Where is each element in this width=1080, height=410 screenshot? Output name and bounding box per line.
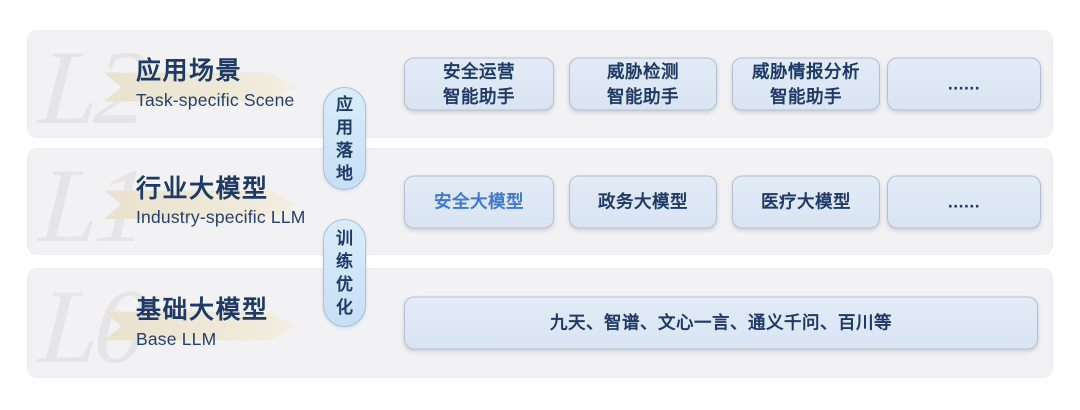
layer-panel-base-llm: L0 基础大模型 Base LLM 九天、智谱、文心一言、通义千问、百川等: [27, 268, 1053, 378]
box-security-ops-assistant: 安全运营 智能助手: [404, 57, 554, 111]
layer-title: 行业大模型: [136, 174, 269, 203]
layer-label-block: 应用场景 Task-specific Scene: [136, 31, 294, 137]
layer-title: 应用场景: [136, 57, 243, 86]
box-security-llm: 安全大模型: [404, 175, 554, 228]
layer-subtitle: Industry-specific LLM: [136, 207, 306, 228]
box-threat-intel-assistant: 威胁情报分析 智能助手: [732, 57, 880, 111]
box-more-llms: ......: [887, 175, 1041, 228]
connector-label: 应用落地: [335, 94, 353, 183]
banner-arrow-decoration: [104, 311, 296, 341]
connector-pill-application-deployment: 应用落地: [323, 87, 366, 190]
layer-title: 基础大模型: [136, 296, 269, 325]
layer-label-block: 基础大模型 Base LLM: [136, 269, 269, 377]
box-medical-llm: 医疗大模型: [732, 175, 880, 228]
box-threat-detection-assistant: 威胁检测 智能助手: [569, 57, 717, 111]
box-government-llm: 政务大模型: [569, 175, 717, 228]
banner-arrow-decoration: [104, 190, 296, 219]
layer-subtitle: Base LLM: [136, 328, 217, 349]
layer-subtitle: Task-specific Scene: [136, 89, 295, 110]
layer-label-block: 行业大模型 Industry-specific LLM: [136, 149, 306, 254]
connector-label: 训练优化: [335, 229, 353, 317]
connector-pill-training-optimization: 训练优化: [323, 219, 366, 327]
box-more-scenes: ......: [887, 57, 1041, 111]
banner-arrow-decoration: [104, 72, 296, 102]
layer-panel-task-scene: L2 应用场景 Task-specific Scene 安全运营 智能助手 威胁…: [27, 30, 1053, 138]
box-base-model-list: 九天、智谱、文心一言、通义千问、百川等: [404, 296, 1038, 350]
layer-panel-industry-llm: L1 行业大模型 Industry-specific LLM 安全大模型 政务大…: [27, 148, 1053, 255]
